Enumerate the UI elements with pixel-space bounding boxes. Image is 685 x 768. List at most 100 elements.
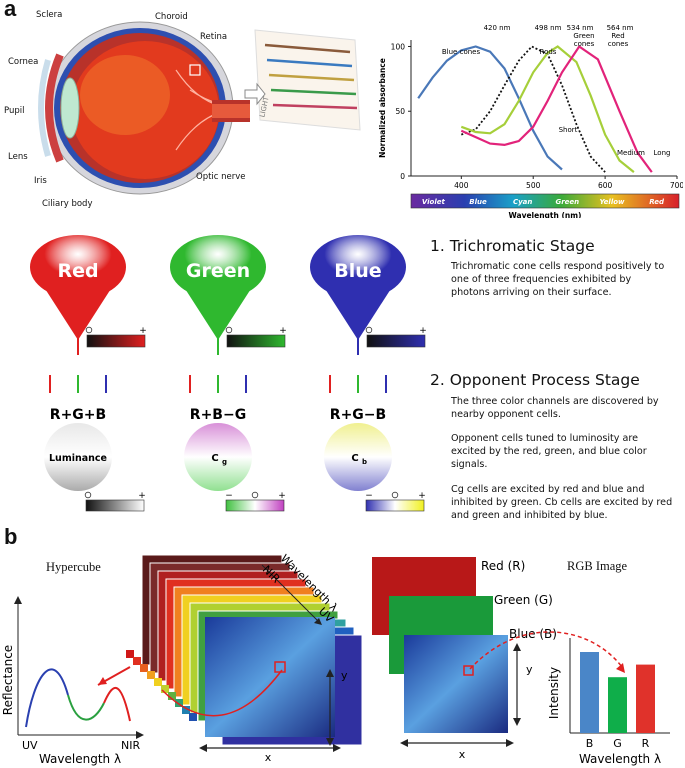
- stage2-title: 2. Opponent Process Stage: [430, 371, 640, 389]
- label-pupil: Pupil: [4, 106, 25, 116]
- plus-marker: +: [419, 326, 427, 336]
- response-bar: [366, 334, 426, 348]
- hypercube-front-image: [205, 617, 335, 737]
- plus-marker: +: [138, 491, 146, 501]
- eye-diagram: [38, 21, 250, 195]
- minus-marker: −: [225, 491, 233, 501]
- x-axis-arrow-icon: [136, 731, 144, 739]
- y-label: y: [341, 669, 348, 682]
- pixel-arc: [161, 669, 283, 717]
- series-line: [460, 44, 653, 173]
- panel-letter-a: a: [4, 0, 17, 21]
- plus-marker: +: [278, 491, 286, 501]
- opponent-equation: R+B−G: [190, 407, 246, 423]
- x-label: x: [265, 751, 272, 764]
- y-arrow-heads-icon: [326, 669, 334, 746]
- pixel-spectrum-square: [175, 699, 183, 707]
- reflectance-label: Reflectance: [1, 645, 15, 715]
- rgb-x-label: x: [459, 748, 466, 761]
- series-line: [460, 45, 606, 173]
- y-axis-label: Normalized absorbance: [378, 58, 387, 158]
- plus-marker: +: [418, 491, 426, 501]
- spectrum-label: Cyan: [513, 198, 532, 206]
- y-tick-label: 50: [395, 107, 405, 116]
- cone-name: Blue: [334, 260, 381, 282]
- x-tick-label: 700: [670, 181, 683, 190]
- label-iris: Iris: [34, 176, 47, 186]
- green-layer-label: Green (G): [494, 593, 553, 607]
- series-line: [460, 45, 635, 173]
- response-bar: [86, 334, 146, 348]
- y-axis-arrow-icon: [14, 596, 22, 604]
- series-label: Rods: [540, 48, 557, 56]
- peak-label: 498 nm: [535, 24, 562, 32]
- circle-label-sub: g: [222, 458, 227, 466]
- series-label: Green: [573, 32, 594, 40]
- bar-category-label: R: [642, 737, 650, 750]
- response-bar: [226, 334, 286, 348]
- stage2-para1: The three color channels are discovered …: [451, 396, 659, 420]
- opponent-circle: [44, 423, 112, 491]
- plus-marker: +: [139, 326, 147, 336]
- pixel-spectrum-square: [133, 657, 141, 665]
- red-layer-label: Red (R): [481, 559, 525, 573]
- circle-label-sub: b: [362, 458, 367, 466]
- opponent-circle: [184, 423, 252, 491]
- plot-uv-label: UV: [22, 739, 38, 752]
- curve-end-label: Long: [654, 149, 671, 157]
- y-tick-label: 100: [391, 42, 406, 51]
- pixel-spectrum-square: [154, 678, 162, 686]
- reflectance-curve-blue: [25, 668, 69, 728]
- zero-marker-icon: [225, 326, 233, 334]
- reflectance-curve-green: [67, 694, 105, 721]
- pixel-spectrum-square: [126, 650, 134, 658]
- stage1-title: 1. Trichromatic Stage: [430, 237, 595, 255]
- circle-label: Luminance: [49, 453, 107, 464]
- bar-x-label: Wavelength λ: [579, 752, 661, 766]
- rgb-image-label: RGB Image: [567, 559, 628, 573]
- label-optic-nerve: Optic nerve: [196, 172, 246, 182]
- pixel-spectrum-square: [147, 671, 155, 679]
- stage1-text: Trichromatic cone cells respond positive…: [451, 261, 665, 298]
- label-sclera: Sclera: [36, 10, 63, 20]
- series-label: cones: [608, 40, 629, 48]
- intensity-bar: [608, 677, 627, 733]
- rgb-layer-blue: [404, 635, 508, 733]
- pixel-spectrum-square: [168, 692, 176, 700]
- hypercube-label: Hypercube: [46, 560, 101, 574]
- x-axis-label: Wavelength (nm): [509, 211, 582, 218]
- series-label: Blue cones: [442, 48, 481, 56]
- rgb-y-label: y: [526, 663, 533, 676]
- rgb-arc-head-icon: [616, 663, 625, 673]
- zero-marker-icon: [391, 491, 399, 499]
- series-label: Red: [611, 32, 624, 40]
- pixel-spectrum-square: [189, 713, 197, 721]
- bar-category-label: G: [613, 737, 622, 750]
- opponent-bar: [225, 499, 285, 512]
- opponent-circle: [324, 423, 392, 491]
- spectrum-label: Violet: [422, 198, 446, 206]
- retina-cross-section: [244, 29, 361, 131]
- y-tick-label: 0: [400, 172, 405, 181]
- circle-label: C: [211, 453, 218, 464]
- peak-label: 420 nm: [484, 24, 511, 32]
- spectrum-label: Green: [555, 198, 579, 206]
- pixel-spectrum-square: [140, 664, 148, 672]
- cone-head: [30, 235, 126, 299]
- zero-marker-icon: [84, 491, 92, 499]
- curve-end-label: Medium: [617, 149, 645, 157]
- pixel-spectrum-square: [182, 706, 190, 714]
- label-retina: Retina: [200, 32, 228, 42]
- peak-label: 534 nm: [567, 24, 594, 32]
- curve-end-label: Short: [559, 126, 578, 134]
- arrow-head-icon: [98, 677, 107, 685]
- light-arrow-icon: [244, 82, 266, 106]
- label-cornea: Cornea: [8, 57, 39, 67]
- intensity-bar: [580, 652, 599, 733]
- series-line: [417, 45, 563, 171]
- label-ciliary-body: Ciliary body: [42, 199, 93, 209]
- x-tick-label: 400: [454, 181, 469, 190]
- rgb-pixel-marker: [463, 665, 474, 676]
